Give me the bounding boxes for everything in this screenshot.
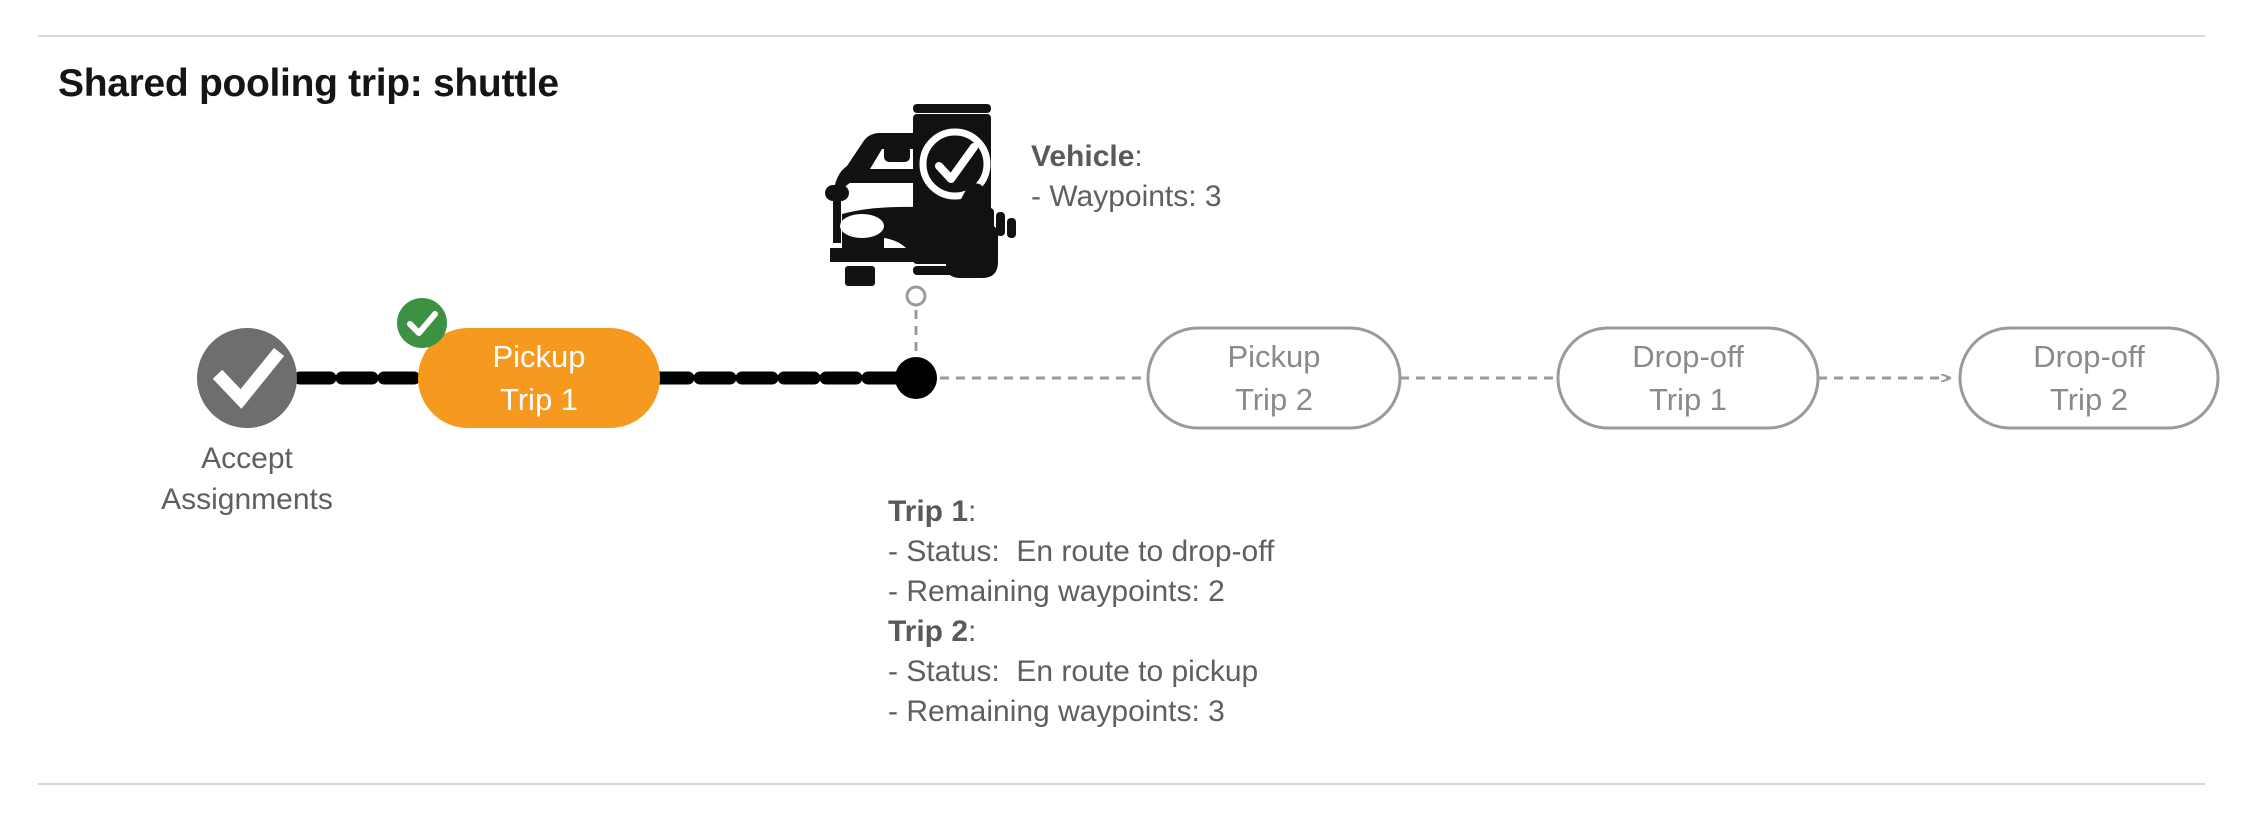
pill-label-drop-off-trip-1[interactable]: Drop-off Trip 1 <box>1558 335 1818 421</box>
top-divider <box>38 35 2205 37</box>
vehicle-info-heading: Vehicle <box>1031 140 1135 173</box>
vehicle-info-block: Vehicle: - Waypoints: 3 <box>1031 137 1222 217</box>
vehicle-info-heading-suffix: : <box>1134 140 1143 173</box>
pill-pickup-trip-2[interactable] <box>1146 326 1402 430</box>
trip-info-block: Trip 1: - Status: En route to drop-off -… <box>888 492 1274 732</box>
vehicle-info-waypoints: - Waypoints: 3 <box>1031 180 1222 213</box>
start-node-caption-line1: Accept <box>201 442 293 475</box>
bottom-divider <box>38 783 2205 785</box>
pill-label-line1: Pickup <box>492 339 586 374</box>
pill-label-line1: Drop-off <box>1632 339 1744 374</box>
start-node-caption-line2: Assignments <box>161 483 333 516</box>
trip2-heading-row: Trip 2: <box>888 612 1274 652</box>
trip2-heading-suffix: : <box>968 615 977 648</box>
trip2-status: - Status: En route to pickup <box>888 655 1259 688</box>
trip1-waypoints: - Remaining waypoints: 2 <box>888 575 1225 608</box>
pill-label-line1: Pickup <box>1227 339 1321 374</box>
trip1-heading-row: Trip 1: <box>888 492 1274 532</box>
check-badge-icon <box>397 298 447 348</box>
trip2-waypoints: - Remaining waypoints: 3 <box>888 695 1225 728</box>
pill-label-line2: Trip 1 <box>499 382 579 417</box>
trip1-status: - Status: En route to drop-off <box>888 535 1275 568</box>
pill-label-drop-off-trip-2[interactable]: Drop-off Trip 2 <box>1960 335 2218 421</box>
page-title: Shared pooling trip: shuttle <box>58 62 559 105</box>
trip2-heading: Trip 2 <box>888 615 969 648</box>
pill-label-pickup-trip-1[interactable]: Pickup Trip 1 <box>418 335 660 421</box>
pill-label-pickup-trip-2[interactable]: Pickup Trip 2 <box>1148 335 1400 421</box>
pill-drop-off-trip-2[interactable] <box>1958 326 2220 430</box>
check-circle-icon <box>197 328 297 428</box>
pill-label-line2: Trip 2 <box>1234 382 1314 417</box>
start-node-caption: Accept Assignments <box>97 438 397 520</box>
pill-label-line1: Drop-off <box>2033 339 2145 374</box>
vehicle-position-marker <box>895 285 937 399</box>
pill-drop-off-trip-1[interactable] <box>1556 326 1820 430</box>
pill-label-line2: Trip 2 <box>2049 382 2129 417</box>
car-phone-check-icon <box>825 104 1016 286</box>
vehicle-info-heading-row: Vehicle: <box>1031 137 1222 177</box>
pill-label-line2: Trip 1 <box>1648 382 1728 417</box>
trip1-heading-suffix: : <box>968 495 977 528</box>
trip1-heading: Trip 1 <box>888 495 969 528</box>
pill-pickup-trip-1[interactable] <box>418 328 660 428</box>
